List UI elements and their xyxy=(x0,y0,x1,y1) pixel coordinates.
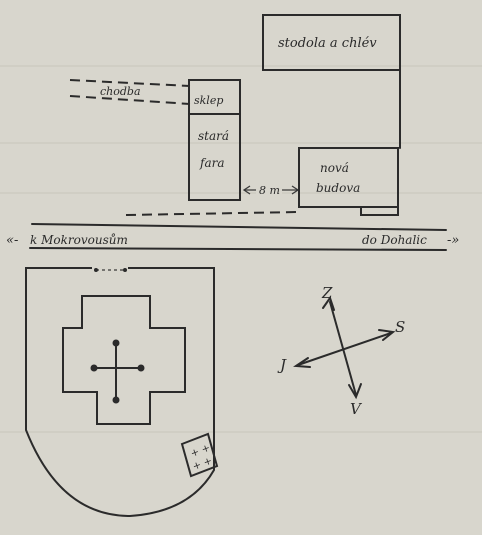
compass-arrow-s xyxy=(378,329,396,341)
graves-plot xyxy=(180,432,219,478)
new-building-step xyxy=(360,206,399,216)
distance-label: 8 m xyxy=(259,184,280,197)
new-building xyxy=(298,147,399,208)
barn-label: stodola a chlév xyxy=(278,36,377,51)
compass-arrow-z xyxy=(322,295,335,311)
road-west-label: k Mokrovousům xyxy=(30,232,128,247)
new-building-label-1: nová xyxy=(320,161,349,175)
road-east-arrow: -» xyxy=(447,233,459,248)
cross-dot-bottom xyxy=(112,396,120,404)
cross-dot-left xyxy=(90,364,98,372)
church-floor-plan xyxy=(62,295,186,425)
corridor-line-lower xyxy=(69,95,191,105)
compass-label-south: V xyxy=(350,400,363,418)
new-building-label-2: budova xyxy=(316,181,360,195)
compass-label-west: J xyxy=(277,356,287,374)
compass-axis-js xyxy=(297,332,392,366)
compass-label-north: Z xyxy=(321,284,333,302)
corridor-line-upper xyxy=(69,79,191,87)
cellar-label: sklep xyxy=(194,94,223,107)
old-rectory-building xyxy=(188,79,241,201)
road-east-label: do Dohalic xyxy=(362,233,427,247)
compass-label-east: S xyxy=(395,318,405,336)
churchyard-wall xyxy=(25,267,215,518)
old-rectory-label-2: fara xyxy=(199,156,225,170)
barn-building xyxy=(262,14,401,71)
corridor-label: chodba xyxy=(100,85,141,98)
gate-post-right xyxy=(123,268,127,272)
compass-arrow-v xyxy=(348,383,362,400)
cross-dot-top xyxy=(112,339,120,347)
gate-post-left xyxy=(94,268,98,272)
compass-arrow-j xyxy=(293,357,311,368)
road-edge-lower xyxy=(29,247,447,251)
road-edge-upper xyxy=(31,223,447,231)
road-west-arrow: «- xyxy=(6,233,18,248)
cross-dot-right xyxy=(137,364,145,372)
churchyard-gate-gap xyxy=(92,264,128,272)
property-boundary-dashed xyxy=(125,211,300,216)
old-rectory-label-1: stará xyxy=(198,129,229,143)
distance-label-bg xyxy=(256,182,282,196)
